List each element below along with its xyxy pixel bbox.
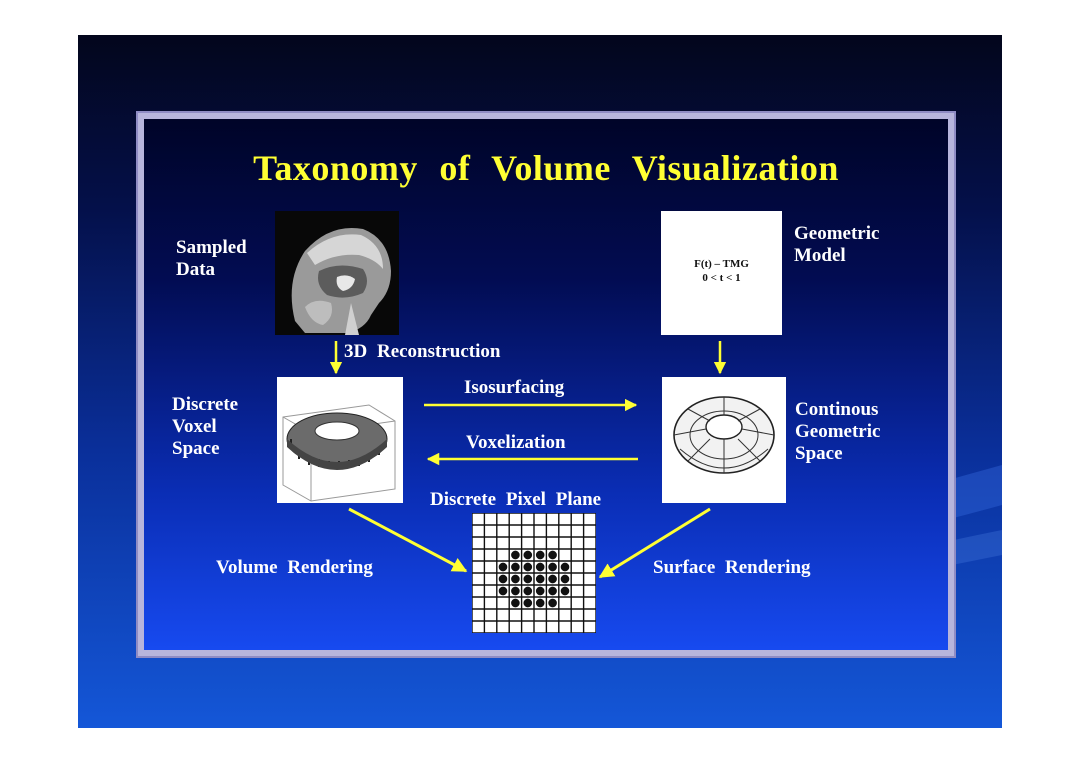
pixel-dot bbox=[511, 562, 520, 572]
pixel-dot bbox=[535, 586, 545, 596]
label-volume-rendering: Volume Rendering bbox=[216, 557, 373, 578]
geometric-model-image: F(t) – TMG 0 < t < 1 bbox=[661, 211, 782, 335]
pixel-dot bbox=[523, 574, 533, 584]
pixel-grid-graphic bbox=[471, 512, 597, 634]
pixel-dot bbox=[535, 598, 545, 608]
label-3d-reconstruction: 3D Reconstruction bbox=[344, 341, 501, 362]
mri-image bbox=[275, 211, 399, 335]
pixel-dot bbox=[498, 562, 508, 572]
torus-image bbox=[662, 377, 786, 503]
pixel-dot bbox=[511, 598, 520, 608]
voxel-torus-image bbox=[277, 377, 403, 503]
pixel-dot bbox=[548, 598, 557, 608]
pixel-dot bbox=[548, 562, 557, 572]
arrows-overlay bbox=[329, 341, 727, 579]
slide: Taxonomy of Volume Visualization Sampled… bbox=[78, 35, 1002, 728]
pixel-dot bbox=[548, 586, 557, 596]
pixel-dot bbox=[523, 586, 533, 596]
pixel-dot bbox=[535, 550, 545, 560]
pixel-dot bbox=[523, 550, 533, 560]
voxel-torus-graphic bbox=[282, 404, 396, 502]
pixel-dot bbox=[511, 586, 520, 596]
equation-line-2: 0 < t < 1 bbox=[702, 272, 741, 284]
pixel-dot bbox=[535, 574, 545, 584]
arrow-surface-rendering bbox=[598, 507, 711, 579]
label-discrete-voxel-space: Discrete Voxel Space bbox=[172, 394, 239, 459]
pixel-grid-image bbox=[471, 512, 597, 634]
mri-head-graphic bbox=[291, 227, 391, 335]
pixel-dot bbox=[535, 562, 545, 572]
pixel-dot bbox=[511, 550, 520, 560]
pixel-dot bbox=[560, 586, 570, 596]
pixel-dot bbox=[560, 574, 570, 584]
arrow-volume-rendering bbox=[348, 507, 468, 573]
label-surface-rendering: Surface Rendering bbox=[653, 557, 811, 578]
label-discrete-pixel-plane: Discrete Pixel Plane bbox=[430, 489, 602, 510]
pixel-dot bbox=[498, 574, 508, 584]
pixel-dot bbox=[511, 574, 520, 584]
pixel-dot bbox=[560, 562, 570, 572]
equation-line-1: F(t) – TMG bbox=[694, 258, 749, 270]
label-sampled-data: Sampled Data bbox=[176, 237, 247, 280]
diagram-panel: Taxonomy of Volume Visualization Sampled… bbox=[138, 113, 954, 656]
pixel-dot bbox=[523, 562, 533, 572]
pixel-dot bbox=[498, 586, 508, 596]
label-voxelization: Voxelization bbox=[466, 432, 566, 453]
pixel-dot bbox=[548, 574, 557, 584]
pixel-dot bbox=[523, 598, 533, 608]
torus-wireframe-graphic bbox=[673, 396, 775, 474]
label-continuous-geometric-space: Continous Geometric Space bbox=[795, 399, 881, 464]
pixel-dot bbox=[548, 550, 557, 560]
label-isosurfacing: Isosurfacing bbox=[464, 377, 565, 398]
label-geometric-model: Geometric Model bbox=[794, 223, 880, 266]
diagram-title: Taxonomy of Volume Visualization bbox=[253, 148, 839, 188]
